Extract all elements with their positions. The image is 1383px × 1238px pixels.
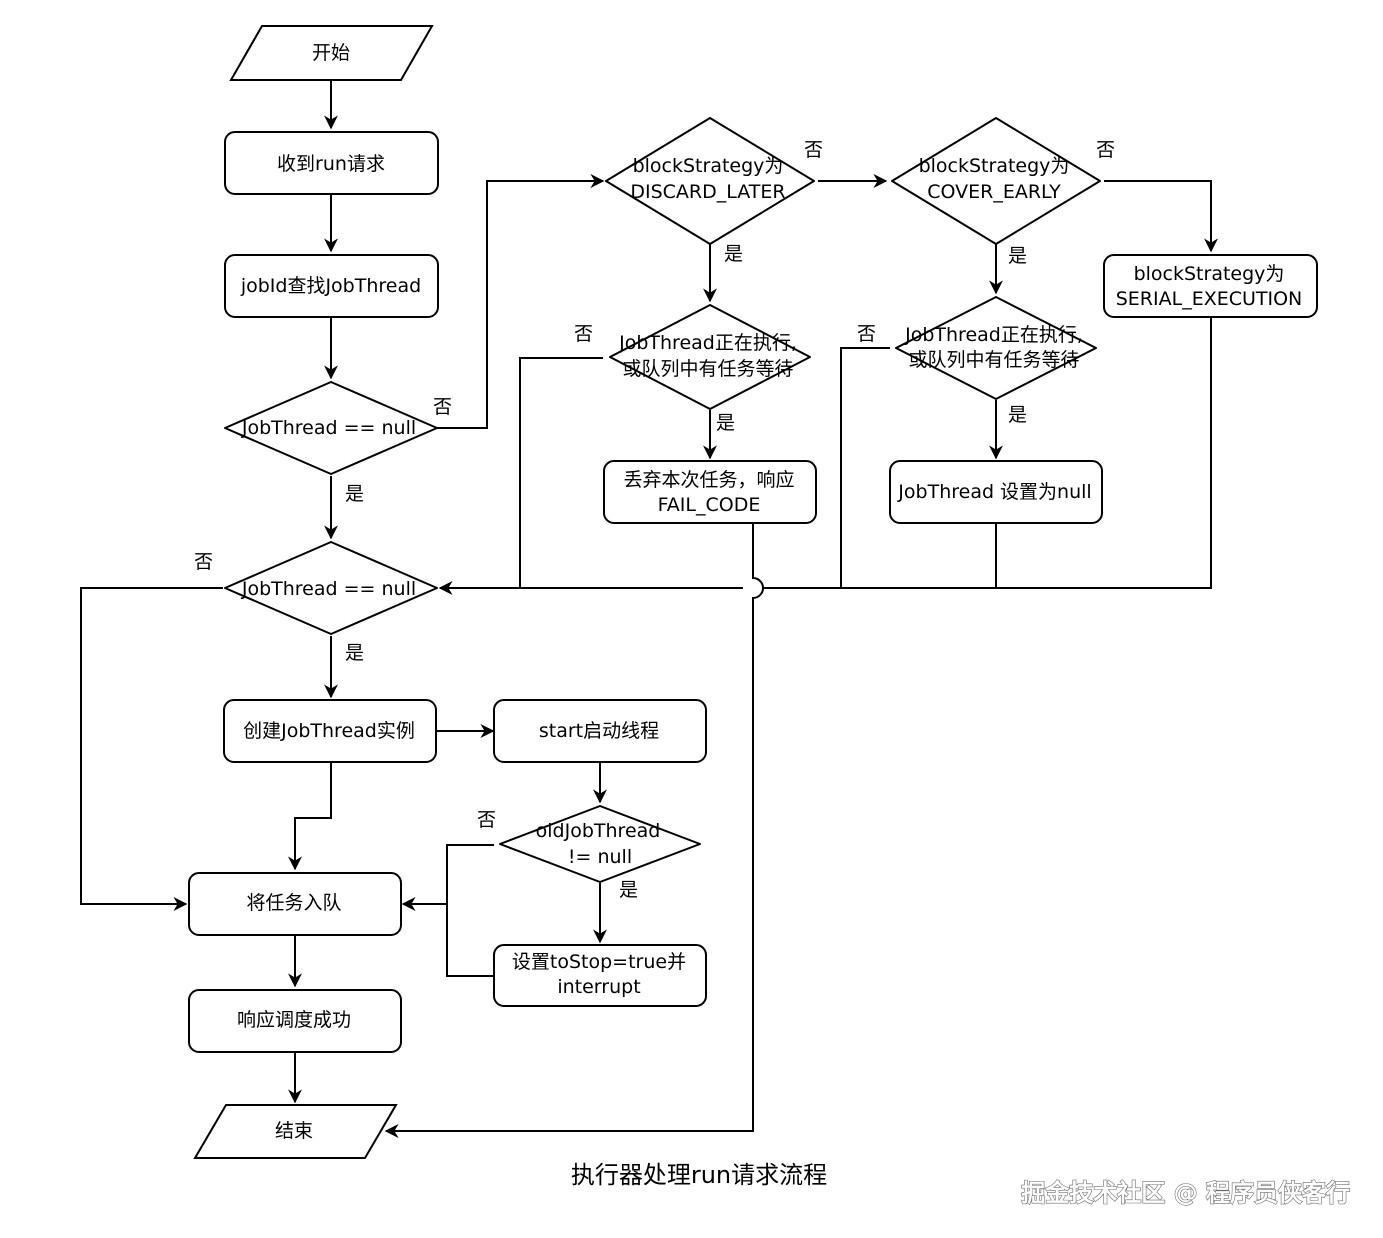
running1-node: JobThread正在执行, 或队列中有任务等待 <box>609 304 811 410</box>
running1-label-1: JobThread正在执行, <box>618 332 797 354</box>
respond-node: 响应调度成功 <box>188 989 402 1053</box>
receive-node: 收到run请求 <box>224 131 439 195</box>
watermark: 掘金技术社区 @ 程序员侠客行 <box>1021 1179 1350 1207</box>
edge-serial-down <box>763 317 1212 589</box>
label-yes-check1: 是 <box>345 483 364 505</box>
label-yes-check2: 是 <box>345 642 364 664</box>
discard-action-node: 丢弃本次任务，响应 FAIL_CODE <box>603 460 817 524</box>
end-node: 结束 <box>193 1104 398 1159</box>
edge-setstop-enqueue <box>446 904 494 977</box>
running2-label-2: 或队列中有任务等待 <box>908 349 1079 371</box>
edge-check2-no <box>80 587 223 911</box>
label-yes-running1: 是 <box>716 412 735 434</box>
cover-check-label-1: blockStrategy为 <box>919 155 1070 177</box>
old-check-label-1: oldJobThread <box>536 820 661 842</box>
receive-label: 收到run请求 <box>277 153 385 175</box>
edge-oldcheck-no <box>401 844 494 911</box>
check1-node: JobThread == null <box>224 381 438 475</box>
check1-label: JobThread == null <box>241 417 416 439</box>
label-yes-running2: 是 <box>1008 404 1027 426</box>
old-check-label-2: != null <box>568 846 632 868</box>
edge-running2-no <box>840 347 890 588</box>
label-no-discard: 否 <box>804 139 823 161</box>
label-no-running2: 否 <box>857 323 876 345</box>
create-label: 创建JobThread实例 <box>243 720 415 742</box>
start-thread-node: start启动线程 <box>493 699 707 763</box>
label-no-cover: 否 <box>1096 139 1115 161</box>
start-thread-label: start启动线程 <box>539 720 659 742</box>
serial-label-1: blockStrategy为 <box>1134 263 1285 285</box>
running2-label-1: JobThread正在执行, <box>904 324 1083 346</box>
running1-label-2: 或队列中有任务等待 <box>622 358 793 380</box>
running2-node: JobThread正在执行, 或队列中有任务等待 <box>895 296 1097 400</box>
discard-action-label-2: FAIL_CODE <box>658 494 761 516</box>
create-node: 创建JobThread实例 <box>223 699 437 763</box>
label-no-running1: 否 <box>574 323 593 345</box>
set-stop-label-1: 设置toStop=true并 <box>512 951 686 973</box>
label-yes-discard: 是 <box>724 243 743 265</box>
set-stop-node: 设置toStop=true并 interrupt <box>493 944 707 1007</box>
discard-action-label-1: 丢弃本次任务，响应 <box>623 469 794 491</box>
set-null-node: JobThread 设置为null <box>889 460 1103 524</box>
enqueue-node: 将任务入队 <box>188 872 402 936</box>
serial-label-2: SERIAL_EXECUTION <box>1116 288 1303 310</box>
edge-cover-no <box>1104 180 1218 253</box>
label-no-oldcheck: 否 <box>477 809 496 831</box>
end-label: 结束 <box>275 1120 313 1142</box>
start-label: 开始 <box>312 42 350 64</box>
edge-check1-no <box>437 174 605 429</box>
start-node: 开始 <box>229 25 434 81</box>
label-no-check2: 否 <box>194 551 213 573</box>
find-label: jobId查找JobThread <box>240 275 421 297</box>
set-stop-label-2: interrupt <box>557 976 640 998</box>
edges <box>80 80 1218 1138</box>
discard-check-label-2: DISCARD_LATER <box>630 181 785 203</box>
enqueue-label: 将任务入队 <box>246 892 341 914</box>
discard-check-label-1: blockStrategy为 <box>633 155 784 177</box>
find-node: jobId查找JobThread <box>224 254 439 318</box>
diagram-caption: 执行器处理run请求流程 <box>571 1161 827 1189</box>
cover-check-label-2: COVER_EARLY <box>927 181 1061 203</box>
old-check-node: oldJobThread != null <box>499 805 701 883</box>
label-yes-oldcheck: 是 <box>619 879 638 901</box>
check2-label: JobThread == null <box>241 578 416 600</box>
edge-discard-to-end <box>384 523 764 1138</box>
edge-labels: 否 是 否 是 否 是 否 是 否 是 否 是 否 是 <box>194 139 1115 901</box>
check2-node: JobThread == null <box>224 541 438 635</box>
serial-node: blockStrategy为 SERIAL_EXECUTION <box>1103 254 1318 318</box>
cover-check-node: blockStrategy为 COVER_EARLY <box>891 117 1101 245</box>
edge-running1-no <box>519 357 603 588</box>
label-no-check1: 否 <box>433 396 452 418</box>
discard-check-node: blockStrategy为 DISCARD_LATER <box>605 117 815 245</box>
edge-create-enqueue <box>288 762 332 871</box>
label-yes-cover: 是 <box>1008 245 1027 267</box>
respond-label: 响应调度成功 <box>237 1009 351 1031</box>
set-null-label: JobThread 设置为null <box>897 481 1091 503</box>
